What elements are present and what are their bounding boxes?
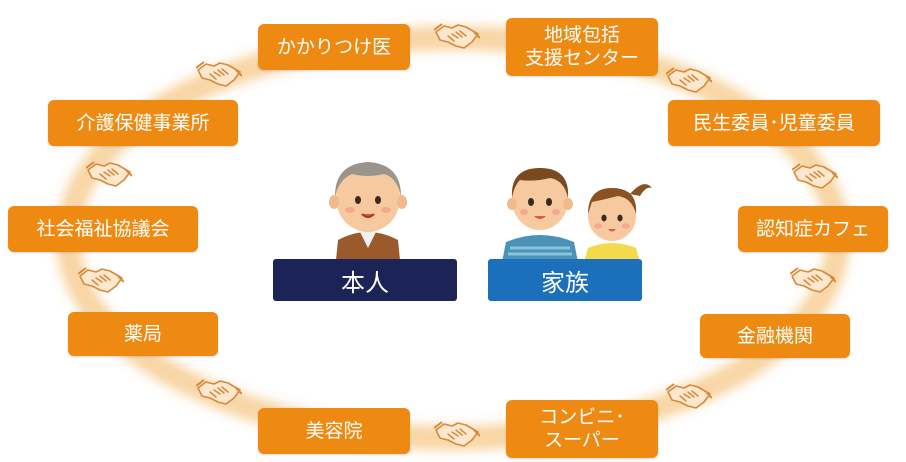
node-dementia-cafe: 認知症カフェ (738, 206, 888, 252)
handshake-icon (196, 379, 242, 405)
node-community-support-center: 地域包括 支援センター (506, 18, 658, 76)
handshake-icon (790, 267, 836, 293)
girl-icon (584, 184, 652, 262)
self-label: 本人 (273, 259, 457, 301)
handshake-icon (196, 61, 242, 87)
handshake-icon (78, 267, 124, 293)
handshake-icon (434, 421, 480, 447)
node-social-welfare-council: 社会福祉協議会 (8, 206, 198, 252)
handshake-icon (792, 163, 838, 189)
family-label: 家族 (488, 259, 642, 301)
node-welfare-commissioner: 民生委員･児童委員 (668, 100, 880, 146)
node-beauty-salon: 美容院 (258, 408, 410, 454)
boy-icon (502, 168, 578, 262)
handshake-icon (86, 161, 132, 187)
node-care-service-office: 介護保健事業所 (48, 100, 238, 146)
node-financial-institution: 金融機関 (700, 314, 850, 358)
node-convenience-store: コンビニ･ スーパー (506, 400, 658, 458)
handshake-icon (666, 67, 712, 93)
handshake-icon (434, 23, 480, 49)
handshake-icon (666, 383, 712, 409)
elderly-person-icon (329, 162, 407, 260)
node-pharmacy: 薬局 (68, 312, 218, 356)
node-family-doctor: かかりつけ医 (258, 24, 410, 70)
